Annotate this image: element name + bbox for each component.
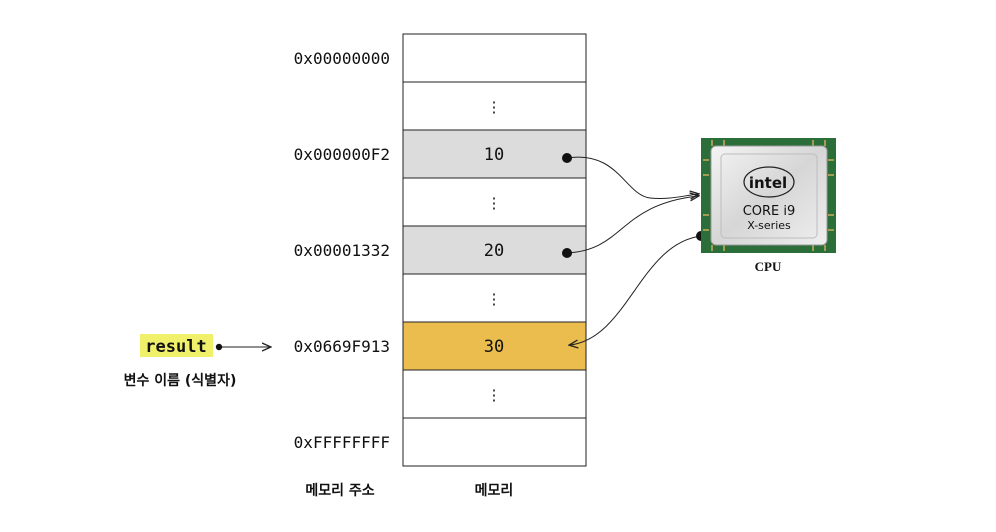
cpu-model: CORE i9 [743, 204, 796, 219]
memory-column-label: 메모리 [475, 483, 514, 499]
memory-cell-value: 30 [484, 337, 504, 357]
memory-address: 0x00000000 [294, 49, 390, 68]
ellipsis-marker: ⋮ [487, 194, 502, 212]
cpu-spreader-inner [720, 153, 818, 239]
ellipsis-marker: ⋮ [487, 386, 502, 404]
connector-cpu-to-30 [570, 235, 702, 345]
cpu-chip: intel CORE i9 X-series [701, 138, 836, 253]
memory-address: 0x0669F913 [294, 337, 390, 356]
memory-cell [402, 417, 587, 467]
dot-10 [562, 153, 572, 163]
identifier-name: result [145, 337, 206, 357]
connector-20-to-cpu [566, 196, 698, 254]
address-column-label: 메모리 주소 [305, 483, 374, 499]
memory-cell [402, 81, 587, 131]
cpu-caption: CPU [755, 259, 782, 274]
identifier-caption: 변수 이름 (식별자) [124, 372, 237, 389]
identifier-highlight [140, 334, 213, 357]
dot-20 [562, 248, 572, 258]
memory-address: 0xFFFFFFFF [294, 433, 390, 452]
address-column: 0x00000000 0x000000F2 0x00001332 0x0669F913… [294, 49, 390, 452]
connector-10-to-cpu [566, 156, 698, 198]
cpu-series: X-series [747, 219, 791, 232]
ellipsis-marker: ⋮ [487, 290, 502, 308]
cpu-pins [703, 140, 834, 251]
memory-cell-value: 10 [484, 145, 504, 165]
dot-result [215, 343, 223, 351]
memory-cell [402, 33, 587, 83]
connectors [219, 156, 702, 347]
memory-cell [402, 129, 587, 179]
cpu-brand: intel [749, 174, 787, 192]
intel-logo-ring [743, 166, 795, 198]
memory-table: ⋮ 10 ⋮ 20 ⋮ 30 ⋮ [402, 33, 587, 467]
memory-cell [402, 273, 587, 323]
memory-cell [402, 225, 587, 275]
memory-address: 0x00001332 [294, 241, 390, 260]
memory-cell [402, 321, 587, 371]
memory-cell [402, 177, 587, 227]
ellipsis-marker: ⋮ [487, 98, 502, 116]
memory-address: 0x000000F2 [294, 145, 390, 164]
cpu-heat-spreader [710, 145, 828, 246]
memory-cell-value: 20 [484, 241, 504, 261]
